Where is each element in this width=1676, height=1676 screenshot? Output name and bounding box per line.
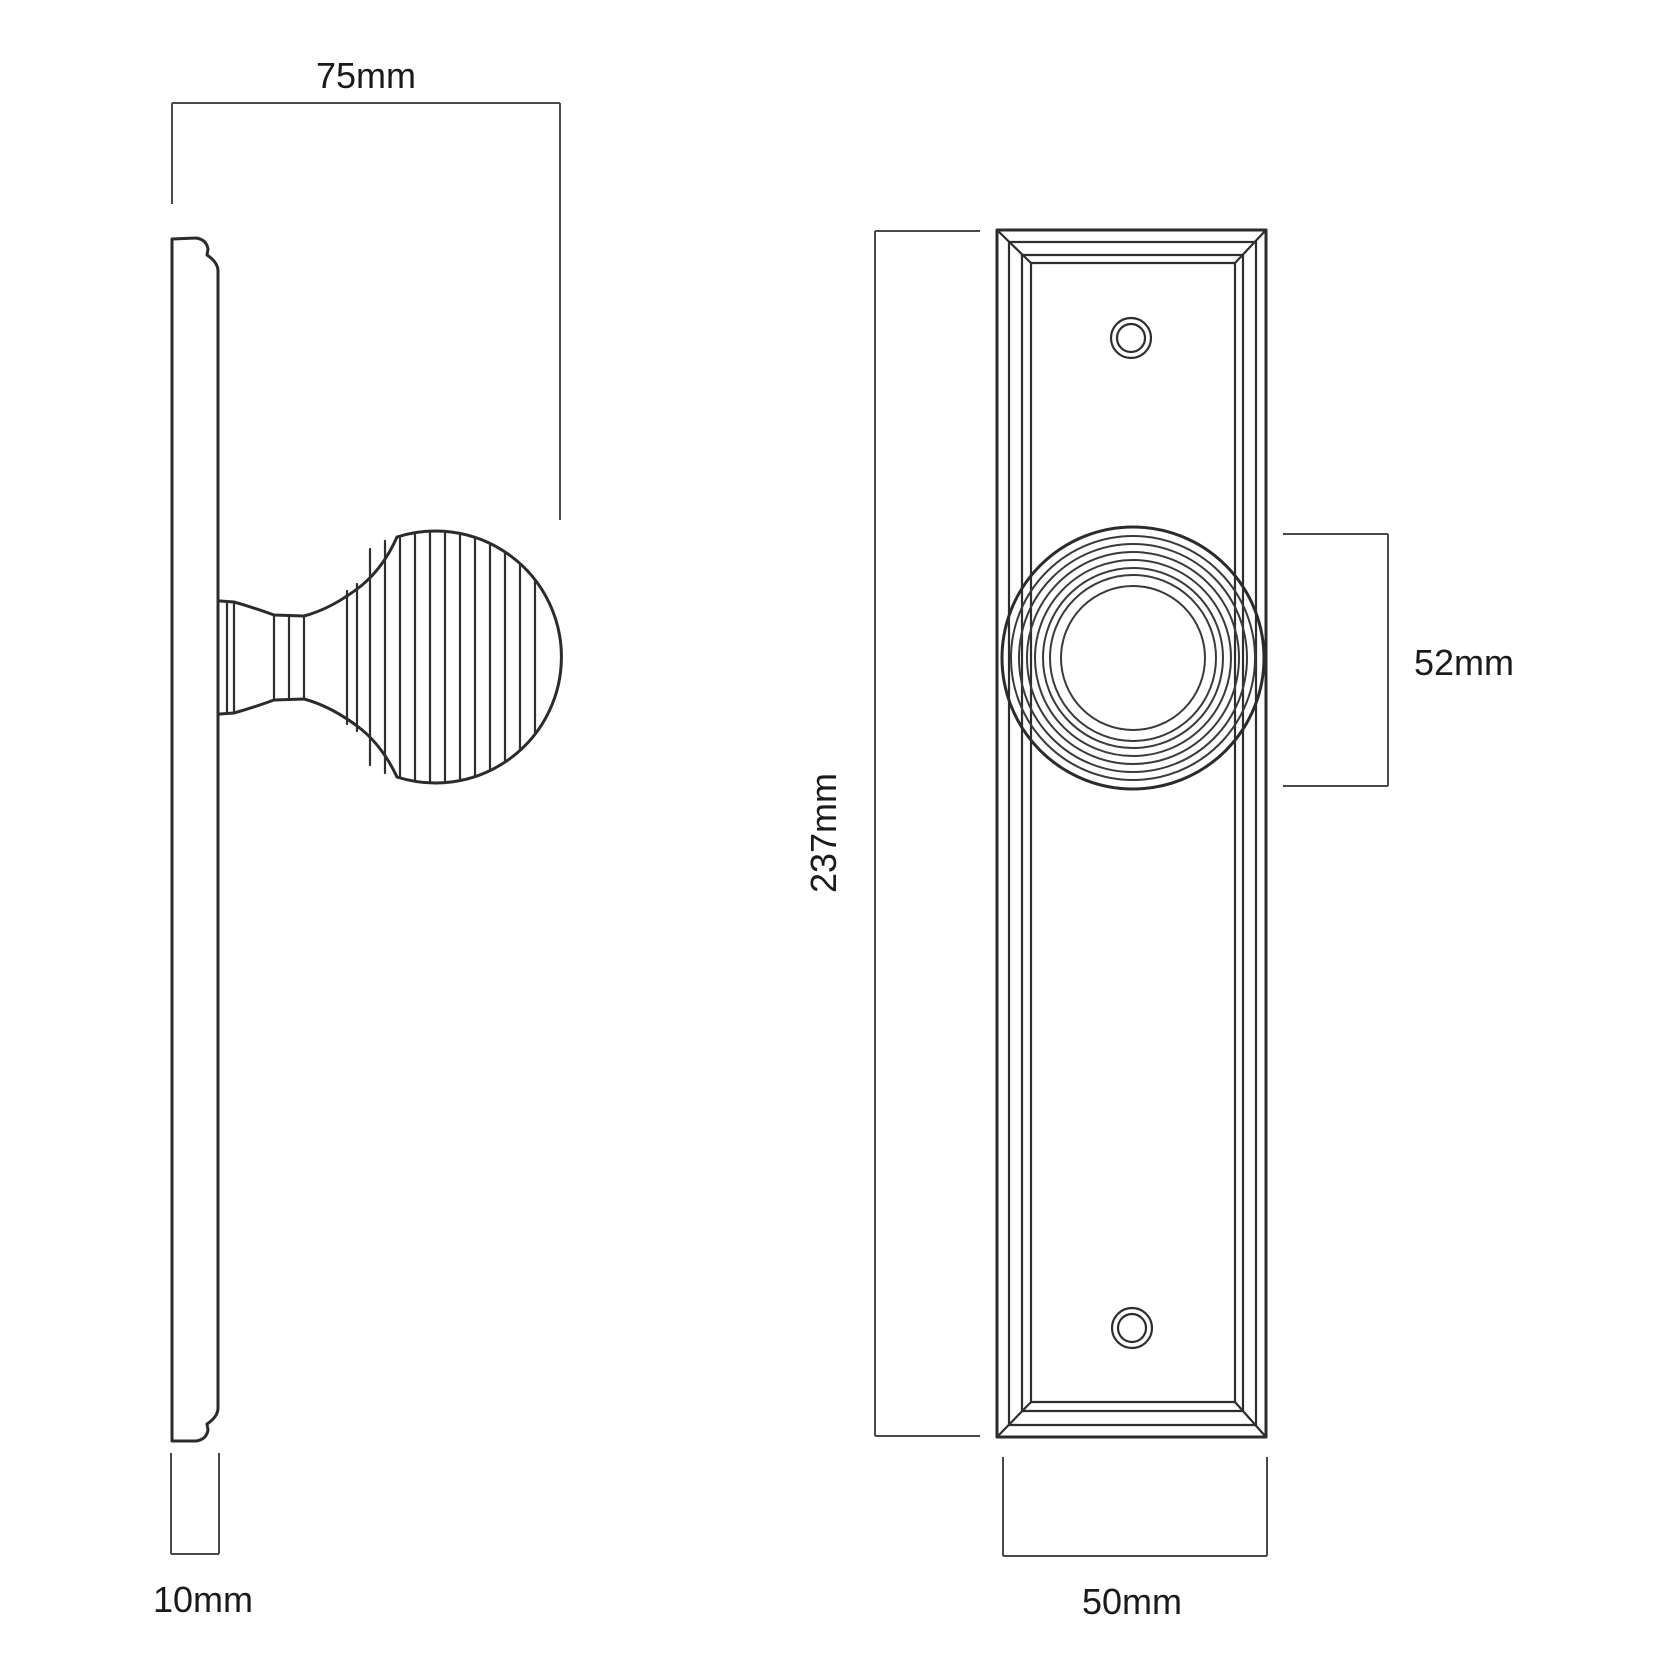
- mitre-top-right: [1233, 228, 1268, 265]
- knob-reed-ring: [1026, 551, 1240, 765]
- knob-reed-ring: [1034, 559, 1232, 757]
- knob-front: [1000, 525, 1266, 791]
- plate-outer-edge: [995, 228, 1268, 1439]
- knob-neck-side: [218, 535, 399, 779]
- dim-237-label: 237mm: [803, 773, 844, 893]
- knob-ball-outline: [395, 529, 563, 785]
- mitre-top-left: [995, 228, 1033, 265]
- knob-reeding-side: [368, 529, 537, 785]
- screw-hole-outer: [1109, 316, 1153, 360]
- mitre-bottom-left: [995, 1400, 1033, 1439]
- plate-step-inner: [1029, 261, 1237, 1404]
- dim-75-label: 75mm: [316, 55, 416, 96]
- knob-reed-ring: [1018, 543, 1248, 773]
- dimension-plate-height: 237mm: [803, 230, 980, 1437]
- screw-hole-top: [1109, 316, 1153, 360]
- plate-side-profile: [170, 236, 220, 1443]
- backplate-front: [995, 228, 1268, 1439]
- plate-step-outer: [1020, 253, 1245, 1413]
- dim-10-label: 10mm: [153, 1579, 253, 1620]
- knob-outer-ring: [1000, 525, 1266, 791]
- plate-bevel-edge: [1007, 240, 1258, 1427]
- dim-50-label: 50mm: [1082, 1581, 1182, 1622]
- screw-hole-outer: [1110, 1306, 1154, 1350]
- mitre-bottom-right: [1233, 1400, 1268, 1439]
- knob-reed-ring: [1049, 574, 1217, 742]
- neck-bottom-outline: [218, 697, 399, 779]
- dimension-projection: 75mm: [171, 55, 561, 520]
- screw-hole-inner: [1116, 1312, 1148, 1344]
- dimension-plate-width: 50mm: [1002, 1457, 1268, 1622]
- front-view: 237mm 52mm 50mm: [803, 228, 1514, 1622]
- side-view: 75mm: [153, 55, 563, 1620]
- dimension-thickness: 10mm: [153, 1453, 253, 1620]
- knob-centre-ring: [1060, 585, 1206, 731]
- knob-reed-ring: [1010, 535, 1256, 781]
- screw-hole-inner: [1115, 322, 1147, 354]
- neck-top-outline: [218, 535, 399, 618]
- dimension-knob-diameter: 52mm: [1283, 533, 1514, 787]
- dim-52-label: 52mm: [1414, 642, 1514, 683]
- knob-reed-ring: [1042, 567, 1224, 749]
- screw-hole-bottom: [1110, 1306, 1154, 1350]
